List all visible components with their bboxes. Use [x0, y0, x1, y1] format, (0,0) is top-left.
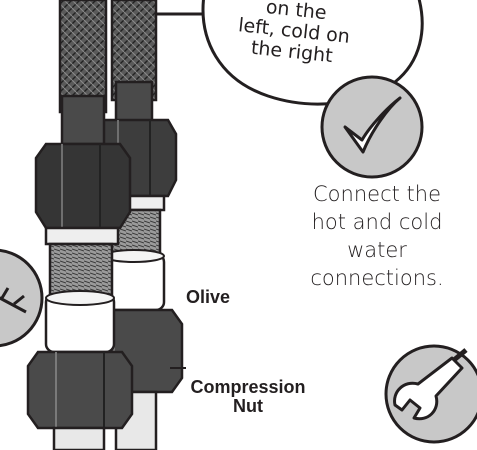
spanner-icon [0, 250, 42, 346]
instruction-text: Connect the hot and cold water connectio… [284, 180, 470, 292]
checkmark-icon [322, 77, 422, 177]
olive-label: Olive [186, 288, 230, 307]
wrench-icon [386, 346, 477, 442]
compression-nut-label-line: Nut [168, 397, 328, 416]
instruction-line: connections. [284, 264, 470, 292]
compression-nut-label-line: Compression [168, 378, 328, 397]
instruction-line: water [284, 236, 470, 264]
instruction-line: hot and cold [284, 208, 470, 236]
compression-nut-label: Compression Nut [168, 378, 328, 416]
instruction-line: Connect the [284, 180, 470, 208]
